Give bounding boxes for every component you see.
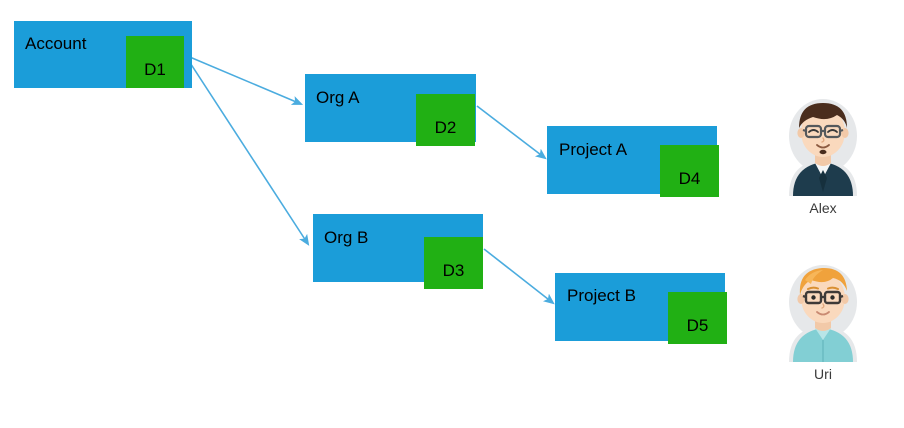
- node-org-a-label: Org A: [316, 88, 360, 107]
- person-uri-name: Uri: [814, 366, 832, 382]
- person-alex[interactable]: Alex: [768, 92, 878, 216]
- node-project-a-badge-d4[interactable]: D4: [660, 145, 719, 197]
- node-org-b-badge-label: D3: [442, 260, 465, 280]
- avatar-alex-icon: [789, 99, 857, 196]
- person-alex-name: Alex: [809, 200, 837, 216]
- edge-account-to-org-a: [184, 54, 304, 105]
- node-project-b-badge-d5[interactable]: D5: [668, 292, 727, 344]
- node-project-a-label: Project A: [559, 140, 628, 159]
- node-account-badge-d1[interactable]: D1: [126, 36, 184, 88]
- edge-org-a-to-project-a: [476, 105, 547, 160]
- node-org-b-label: Org B: [324, 228, 369, 247]
- edge-account-to-org-b: [184, 54, 310, 246]
- avatar-uri-icon: [789, 265, 857, 362]
- node-account-badge-label: D1: [144, 59, 166, 79]
- person-uri[interactable]: Uri: [768, 258, 878, 382]
- node-org-b-badge-d3[interactable]: D3: [424, 237, 483, 289]
- node-project-b-label: Project B: [567, 286, 636, 305]
- node-org-a-badge-d2[interactable]: D2: [416, 94, 475, 146]
- node-org-a-badge-label: D2: [434, 117, 457, 137]
- node-account-label: Account: [25, 34, 87, 53]
- edge-org-b-to-project-b: [483, 248, 555, 305]
- node-project-b-badge-label: D5: [686, 315, 709, 335]
- node-project-a-badge-label: D4: [678, 168, 701, 188]
